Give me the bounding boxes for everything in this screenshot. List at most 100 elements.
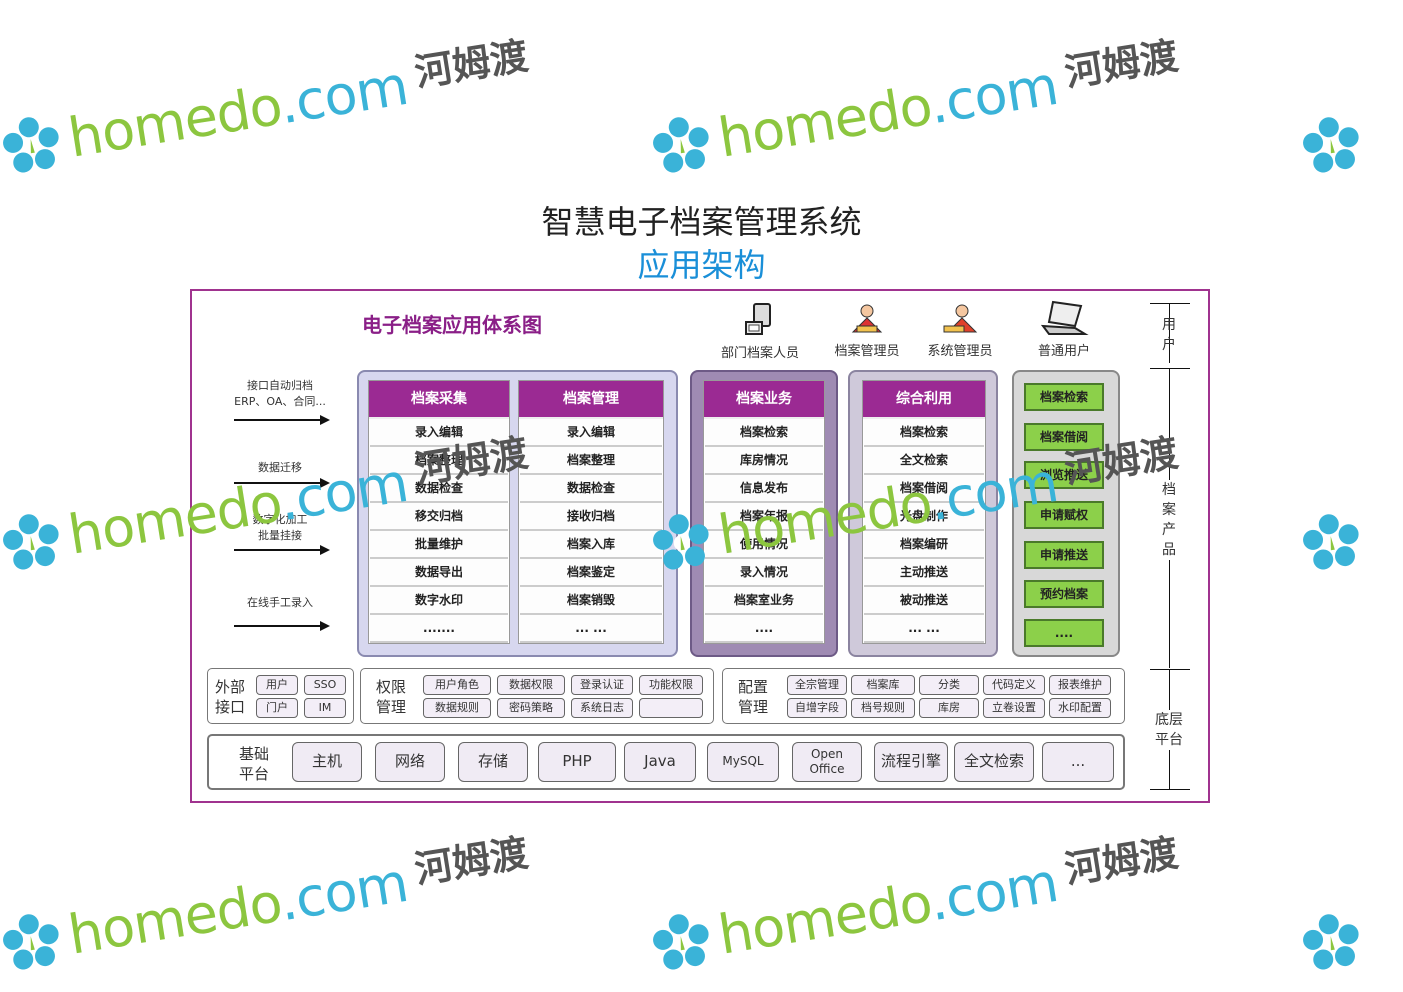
column-item: 被动推送 [864, 587, 984, 615]
column-item: 档案编研 [864, 531, 984, 559]
column-item: ....... [370, 615, 508, 643]
panel-label-line: 配置 [737, 678, 768, 696]
column-item: 移交归档 [370, 503, 508, 531]
column-item: 档案年报 [705, 503, 823, 531]
pill: 库房 [919, 698, 979, 718]
pill: 水印配置 [1049, 698, 1111, 718]
base-item: ... [1042, 742, 1114, 782]
watermark [1295, 904, 1374, 978]
input-arrow [234, 621, 330, 631]
pill: 数据规则 [423, 698, 491, 718]
column-item: 主动推送 [864, 559, 984, 587]
pill: 门户 [256, 698, 298, 718]
panel-label: 权限 管理 [371, 677, 411, 717]
column-item: 信息发布 [705, 475, 823, 503]
panel-external: 外部 接口 用户 SSO 门户 IM [207, 668, 354, 724]
green-list: 档案检索 档案借阅 浏览推送 申请赋权 申请推送 预约档案 .... [1012, 370, 1120, 657]
input-sub: 批量挂接 [258, 529, 302, 542]
watermark [1295, 107, 1374, 181]
watermark: homedo.com 河姆渡 [0, 830, 534, 979]
pill: 档案库 [851, 675, 915, 695]
pill: 功能权限 [639, 675, 703, 695]
column-item: 录入编辑 [370, 419, 508, 447]
watermark [1295, 504, 1374, 578]
side-label-user: 用户 [1162, 317, 1176, 353]
column-collect: 档案采集 录入编辑 档案整理 数据检查 移交归档 批量维护 数据导出 数字水印 … [368, 380, 510, 644]
column-item: 光盘制作 [864, 503, 984, 531]
base-item: 主机 [292, 742, 362, 782]
watermark-text: homedo.com [714, 53, 1062, 170]
base-label: 基础 平台 [232, 744, 276, 784]
base-item: Java [624, 742, 696, 782]
input-manual: 在线手工录入 [220, 595, 340, 611]
pill: 自增字段 [787, 698, 847, 718]
watermark-cn: 河姆渡 [411, 33, 532, 95]
input-interface: 接口自动归档 ERP、OA、合同... [220, 378, 340, 410]
base-item: Open Office [792, 742, 862, 782]
panel-label-line: 权限 [375, 678, 406, 696]
dim-tick [1150, 368, 1190, 369]
pill: 立卷设置 [983, 698, 1045, 718]
user-dept-staff: 部门档案人员 [710, 300, 810, 361]
main-subtitle: 应用架构 [637, 246, 766, 284]
column-item: 档案销毁 [520, 587, 662, 615]
watermark: homedo.com 河姆渡 [0, 33, 534, 182]
column-item: 批量维护 [370, 531, 508, 559]
column-item: 库房情况 [705, 447, 823, 475]
user-label: 部门档案人员 [720, 346, 799, 361]
flower-logo-icon [3, 117, 59, 173]
dim-line [1169, 303, 1170, 363]
watermark-cn: 河姆渡 [1061, 830, 1182, 892]
base-label-line: 平台 [238, 765, 269, 783]
panel-label-line: 接口 [214, 698, 245, 716]
user-label: 系统管理员 [927, 344, 993, 359]
pill: 密码策略 [497, 698, 565, 718]
pill: 用户 [256, 675, 298, 695]
base-item: 存储 [458, 742, 528, 782]
green-item: .... [1024, 619, 1104, 647]
input-arrow [234, 545, 330, 555]
flower-logo-icon [1303, 117, 1359, 173]
column-item: 使用情况 [705, 531, 823, 559]
column-header: 档案管理 [519, 381, 663, 419]
green-item: 申请赋权 [1024, 501, 1104, 529]
input-label: 数据迁移 [258, 461, 302, 474]
column-header: 档案业务 [704, 381, 824, 419]
watermark-cn: 河姆渡 [411, 830, 532, 892]
base-item: 流程引擎 [874, 742, 948, 782]
watermark-text: homedo.com [64, 850, 412, 967]
pill: 分类 [919, 675, 979, 695]
column-item: 档案检索 [864, 419, 984, 447]
pill: 用户角色 [423, 675, 491, 695]
dim-tick [1150, 789, 1190, 790]
user-system-admin: 系统管理员 [910, 302, 1010, 359]
side-label-product: 档案产品 [1157, 480, 1181, 560]
green-item: 浏览推送 [1024, 461, 1104, 489]
column-item: 档案整理 [370, 447, 508, 475]
column-item: 数据导出 [370, 559, 508, 587]
column-item: 数字水印 [370, 587, 508, 615]
column-business: 档案业务 档案检索 库房情况 信息发布 档案年报 使用情况 录入情况 档案室业务… [703, 380, 825, 644]
column-utilization: 综合利用 档案检索 全文检索 档案借阅 光盘制作 档案编研 主动推送 被动推送 … [862, 380, 986, 644]
green-item: 预约档案 [1024, 580, 1104, 608]
input-digitize: 数字化加工 批量挂接 [220, 512, 340, 544]
column-header: 档案采集 [369, 381, 509, 419]
column-item: 档案检索 [705, 419, 823, 447]
column-item: 数据检查 [370, 475, 508, 503]
column-manage: 档案管理 录入编辑 档案整理 数据检查 接收归档 档案入库 档案鉴定 档案销毁 … [518, 380, 664, 644]
admin-person-icon [851, 304, 883, 333]
green-item: 档案检索 [1024, 383, 1104, 411]
dim-tick [1150, 303, 1190, 304]
flower-logo-icon [653, 914, 709, 970]
sysadmin-person-icon [943, 304, 978, 333]
laptop-icon [1040, 300, 1089, 335]
column-item: 接收归档 [520, 503, 662, 531]
watermark-cn: 河姆渡 [1061, 33, 1182, 95]
main-title: 智慧电子档案管理系统 [541, 203, 862, 241]
base-item: MySQL [707, 742, 779, 782]
panel-config: 配置 管理 全宗管理 档案库 分类 代码定义 报表维护 自增字段 档号规则 库房… [722, 668, 1125, 724]
column-header: 综合利用 [863, 381, 985, 419]
input-migration: 数据迁移 [220, 460, 340, 476]
pill: SSO [304, 675, 346, 695]
column-item: 数据检查 [520, 475, 662, 503]
